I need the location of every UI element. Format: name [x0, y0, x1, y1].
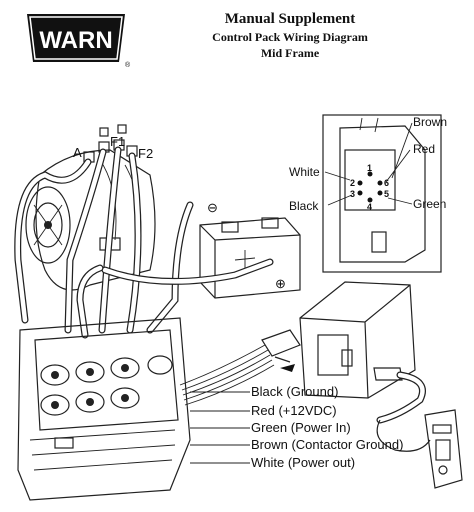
inset-label-brown: Brown	[413, 115, 447, 129]
document-title: Manual Supplement	[224, 11, 356, 27]
inset-label-green: Green	[413, 197, 446, 211]
control-box	[299, 281, 426, 424]
pin-1: 1	[367, 163, 372, 173]
inset-label-black: Black	[289, 199, 319, 213]
wire-label-white: White (Power out)	[251, 455, 355, 470]
battery-negative-symbol: ⊖	[207, 200, 218, 215]
motor-cables	[14, 146, 142, 334]
pin-5: 5	[384, 189, 389, 199]
pin-3: 3	[350, 189, 355, 199]
terminal-f1-label: F1	[110, 134, 125, 149]
terminal-f2-label: F2	[138, 146, 153, 161]
warn-logo: WARN ®	[27, 14, 131, 68]
inset-label-red: Red	[413, 142, 435, 156]
wire-label-black: Black (Ground)	[251, 384, 338, 399]
terminal-a-label: A	[73, 145, 82, 160]
logo-text: WARN	[39, 27, 112, 54]
pin-4: 4	[367, 202, 372, 212]
control-pack	[17, 317, 191, 501]
connector-inset	[322, 114, 442, 273]
wire-label-red: Red (+12VDC)	[251, 403, 337, 418]
document-subtitle: Control Pack Wiring Diagram	[212, 30, 368, 44]
wire-label-green: Green (Power In)	[251, 420, 351, 435]
logo-registered: ®	[125, 61, 131, 68]
remote-control	[376, 409, 463, 489]
inset-label-white: White	[289, 165, 320, 179]
document-subtitle-2: Mid Frame	[260, 46, 320, 60]
pin-2: 2	[350, 178, 355, 188]
legend-leader-lines	[190, 391, 250, 464]
pin-6: 6	[384, 178, 389, 188]
connector-plug	[261, 329, 301, 372]
wire-label-brown: Brown (Contactor Ground)	[251, 437, 403, 452]
battery-positive-symbol: ⊕	[275, 276, 286, 291]
